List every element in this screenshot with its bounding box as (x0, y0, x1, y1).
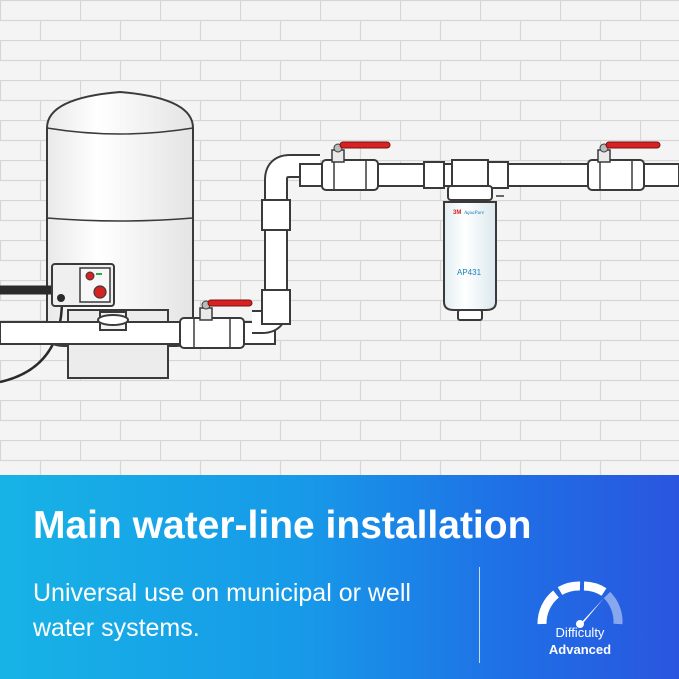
filter-model: AP431 (457, 268, 482, 277)
upper-ball-valve-left (331, 141, 391, 163)
gauge-icon (537, 581, 623, 628)
pressure-switch (51, 263, 115, 307)
subheadline: Universal use on municipal or well water… (33, 579, 411, 642)
difficulty-label: Difficulty (555, 625, 605, 640)
filter-product-line: AquaPure (463, 211, 485, 216)
divider (479, 567, 480, 663)
feature-banner: Main water-line installation Universal u… (0, 475, 679, 679)
installation-illustration: 3M AquaPure AP431 (0, 0, 679, 475)
difficulty-value: Advanced (548, 642, 612, 657)
headline: Main water-line installation (33, 504, 532, 547)
riser-pipe (250, 154, 320, 334)
upper-ball-valve-right (597, 141, 661, 163)
lower-pipe (0, 311, 276, 349)
upper-pipe (299, 159, 679, 191)
water-filter: 3M AquaPure AP431 (443, 159, 504, 321)
filter-brand-logo: 3M (453, 210, 461, 216)
lower-ball-valve (199, 299, 253, 321)
